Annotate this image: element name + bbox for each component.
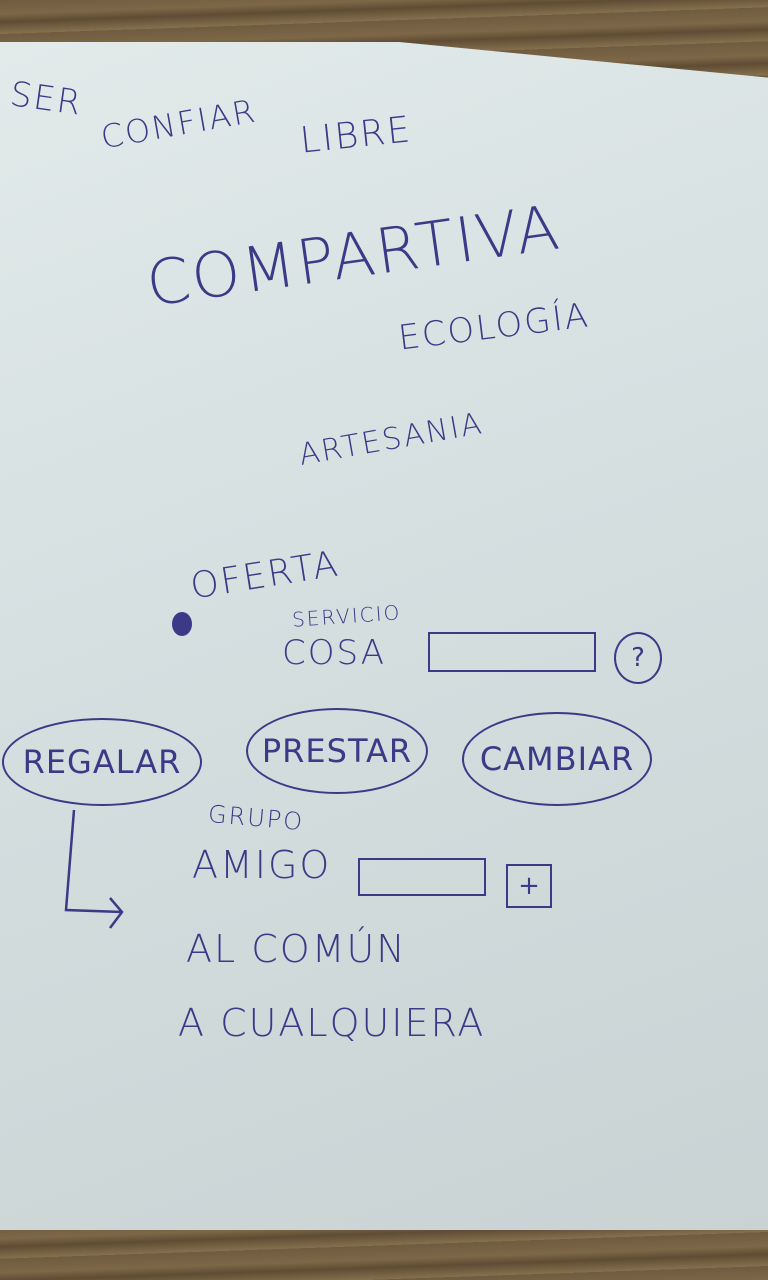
arrow-down-right-icon (64, 809, 124, 929)
recipient-amigo[interactable]: AMIGO (192, 843, 332, 887)
help-label: ? (631, 643, 645, 673)
offer-radio-selected[interactable] (172, 612, 192, 636)
regalar-button[interactable]: REGALAR (2, 718, 202, 806)
recipient-input-field[interactable] (358, 858, 486, 896)
plus-icon[interactable]: + (506, 864, 552, 908)
cambiar-label: CAMBIAR (479, 740, 635, 778)
offer-type-cosa[interactable]: COSA (282, 633, 386, 673)
offer-input-field[interactable] (428, 632, 596, 672)
cambiar-button[interactable]: CAMBIAR (462, 712, 652, 806)
add-label: + (518, 871, 540, 901)
question-icon[interactable]: ? (614, 632, 662, 684)
prestar-label: PRESTAR (261, 732, 413, 770)
recipient-a-cualquiera[interactable]: A CUALQUIERA (178, 1001, 486, 1045)
recipient-al-comun[interactable]: AL COMÚN (186, 927, 407, 971)
prestar-button[interactable]: PRESTAR (246, 708, 428, 794)
regalar-label: REGALAR (22, 743, 182, 781)
header-word-ser: SER (7, 74, 86, 124)
